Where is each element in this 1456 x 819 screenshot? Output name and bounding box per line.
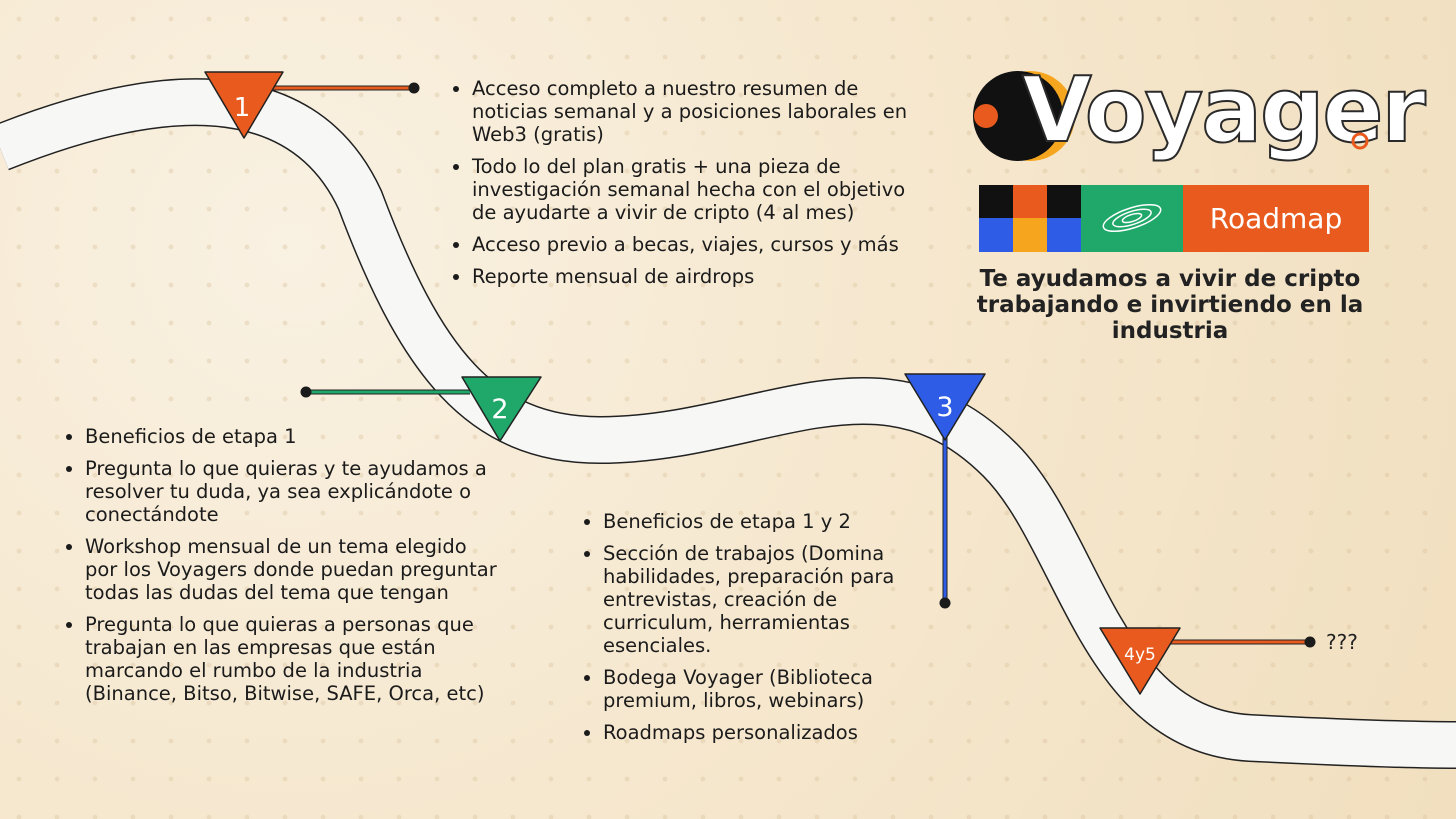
planet-icon [973,71,1075,161]
stage45-connector-dot [1304,636,1316,648]
tagline-line: Te ayudamos a vivir de cripto [979,266,1361,292]
stage45-marker[interactable] [1099,627,1181,695]
list-item: Pregunta lo que quieras y te ayudamos a … [85,457,505,526]
stage1-connector-dot [408,82,420,94]
stage3-number: 3 [936,392,953,423]
tagline-line: trabajando e invirtiendo en la [976,292,1364,318]
stage3-benefits-list: Beneficios de etapa 1 y 2 Sección de tra… [581,510,953,753]
list-item: Beneficios de etapa 1 y 2 [603,510,953,533]
stage2-benefits-list: Beneficios de etapa 1 Pregunta lo que qu… [63,425,505,714]
list-item: Workshop mensual de un tema elegido por … [85,535,505,604]
stage1-number: 1 [234,93,251,123]
stage3-connector-dot [939,597,951,609]
list-item: Bodega Voyager (Biblioteca premium, libr… [603,666,953,712]
tagline: Te ayudamos a vivir de cripto trabajando… [960,266,1380,344]
list-item: Roadmaps personalizados [603,721,953,744]
list-item: Beneficios de etapa 1 [85,425,505,448]
stage45-text: ??? [1326,630,1358,654]
stage2-connector-dot [300,386,312,398]
galaxy-tile [1081,185,1183,252]
list-item: Sección de trabajos (Domina habilidades,… [603,542,953,657]
list-item: Acceso completo a nuestro resumen de not… [472,77,912,146]
tagline-line: industria [1111,318,1229,344]
list-item: Acceso previo a becas, viajes, cursos y … [472,233,912,256]
stage2-number: 2 [491,394,508,425]
list-item: Reporte mensual de airdrops [472,265,912,288]
brand-tiles [979,185,1369,252]
logo-wordmark: Voyager [1021,57,1427,164]
road-body [0,79,1456,768]
stage3-marker[interactable] [904,373,986,441]
galaxy-icon [1102,203,1162,233]
list-item: Todo lo del plan gratis + una pieza de i… [472,155,912,224]
stage1-marker[interactable] [204,71,284,139]
voyager-logo: Voyager [972,57,1427,176]
stage45-number: 4y5 [1124,645,1156,665]
roadmap-label: Roadmap [1183,185,1369,252]
logo-dot-icon [1351,132,1369,150]
stage1-benefits-list: Acceso completo a nuestro resumen de not… [450,77,912,297]
stage2-marker[interactable] [461,376,542,442]
list-item: Pregunta lo que quieras a personas que t… [85,613,505,705]
